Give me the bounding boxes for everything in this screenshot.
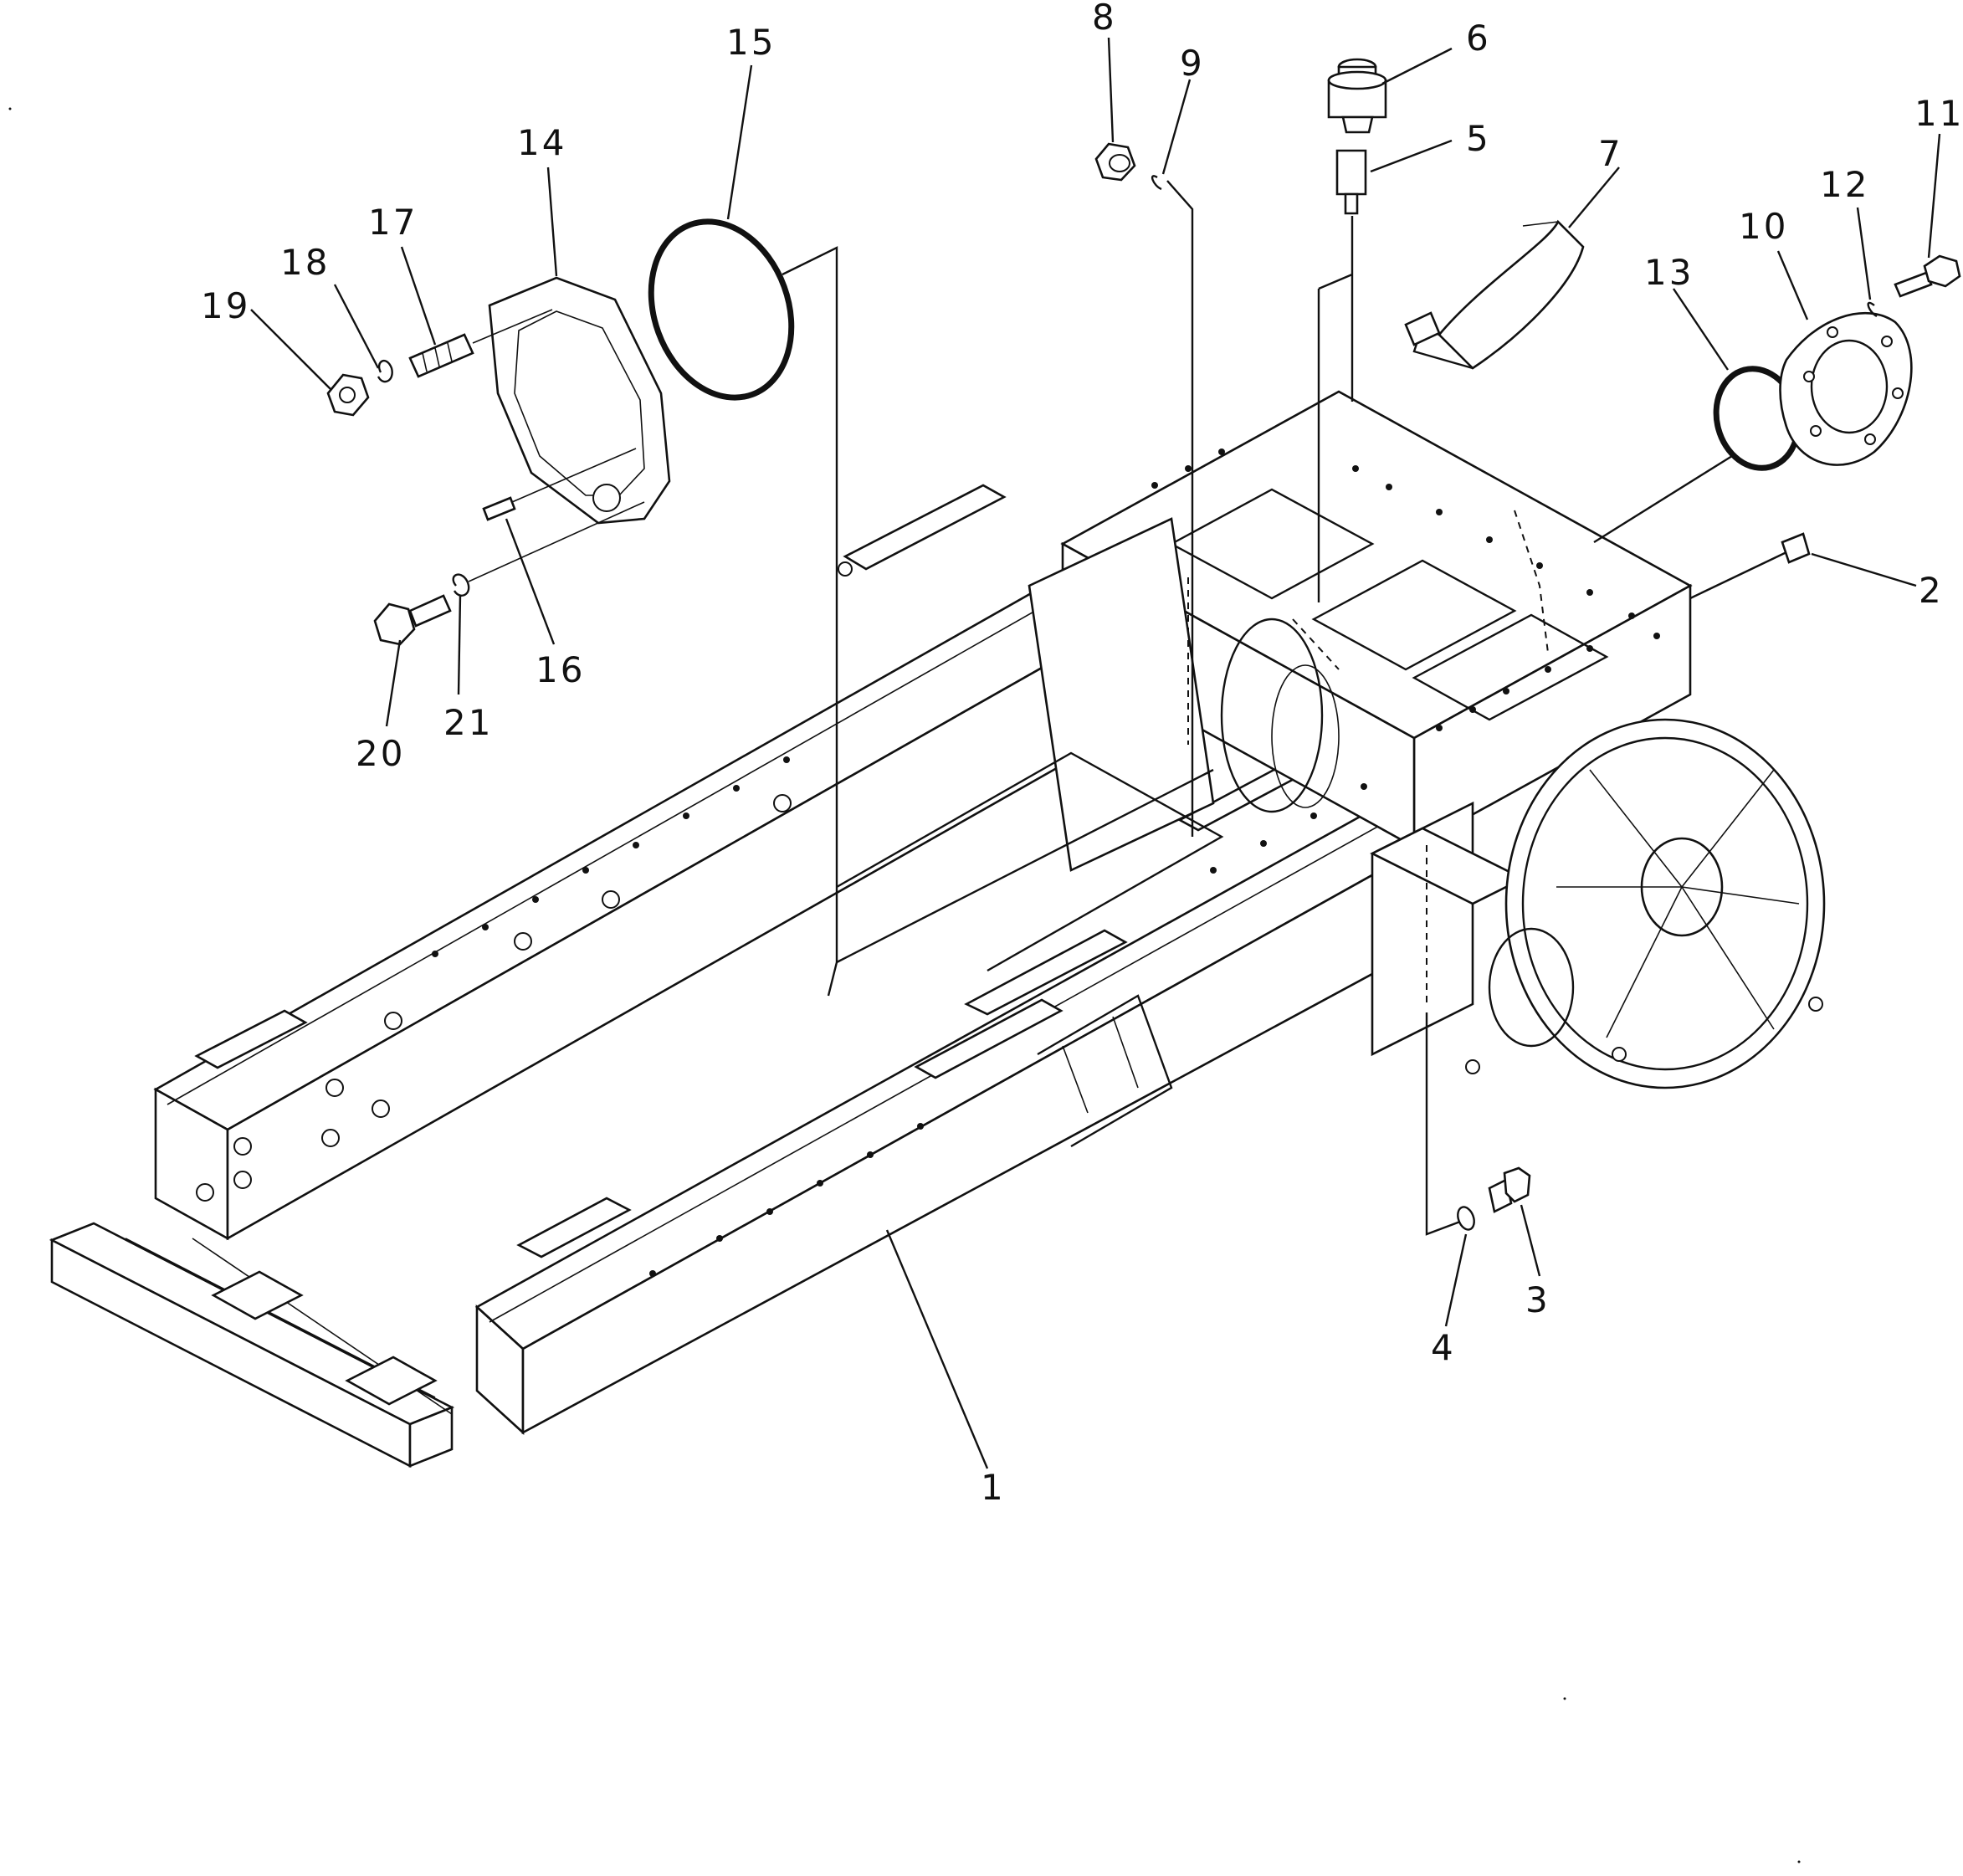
callout-5: 5: [1466, 118, 1491, 159]
plug-2: [1689, 532, 1811, 600]
nut-8: [1094, 142, 1136, 182]
leader-lines: [250, 37, 1941, 1469]
callout-labels: 1 2 3 4 5 6 7 8 9 10 11 12 13 14 15 16 1…: [201, 0, 1963, 1508]
washer-12: [1867, 301, 1878, 318]
callout-21: 21: [443, 702, 493, 743]
dowel-pin: [482, 448, 637, 521]
lock-washer-18: [377, 359, 393, 383]
callout-12: 12: [1820, 164, 1869, 205]
callout-6: 6: [1466, 18, 1491, 59]
o-ring-large: [648, 218, 795, 401]
bolt-20: [373, 594, 452, 646]
callout-11: 11: [1914, 93, 1963, 134]
adapter-5: [1317, 149, 1367, 602]
assembly-line-13: [1593, 454, 1733, 544]
bolt-11: [1894, 254, 1961, 298]
plug-3: [1488, 1166, 1531, 1213]
main-frame: [49, 390, 1826, 1469]
callout-18: 18: [280, 242, 330, 283]
callout-10: 10: [1739, 206, 1788, 247]
sensor-6: [1327, 58, 1387, 134]
callout-1: 1: [981, 1467, 1006, 1508]
o-ring-4: [1425, 1012, 1475, 1236]
nut-19: [326, 373, 370, 417]
callout-13: 13: [1644, 252, 1694, 293]
washer-21: [452, 501, 645, 597]
flange-plate: [1779, 311, 1913, 466]
washer-9: [1151, 175, 1194, 837]
callout-20: 20: [356, 733, 405, 774]
callout-14: 14: [517, 122, 566, 163]
callout-4: 4: [1431, 1327, 1456, 1368]
stud: [408, 309, 553, 378]
callout-15: 15: [726, 22, 776, 63]
hidden-lines: [1187, 510, 1549, 1008]
callout-8: 8: [1092, 0, 1117, 38]
callout-19: 19: [201, 285, 250, 326]
callout-2: 2: [1919, 570, 1944, 611]
callout-9: 9: [1180, 43, 1205, 84]
gasket-plate: [488, 276, 671, 525]
callout-7: 7: [1598, 133, 1623, 174]
callout-17: 17: [368, 202, 418, 243]
assembly-line-15: [782, 246, 1214, 997]
cover-7: [1404, 219, 1585, 370]
callout-16: 16: [536, 649, 585, 690]
scan-specks: [8, 107, 1801, 1863]
callout-3: 3: [1525, 1279, 1550, 1320]
